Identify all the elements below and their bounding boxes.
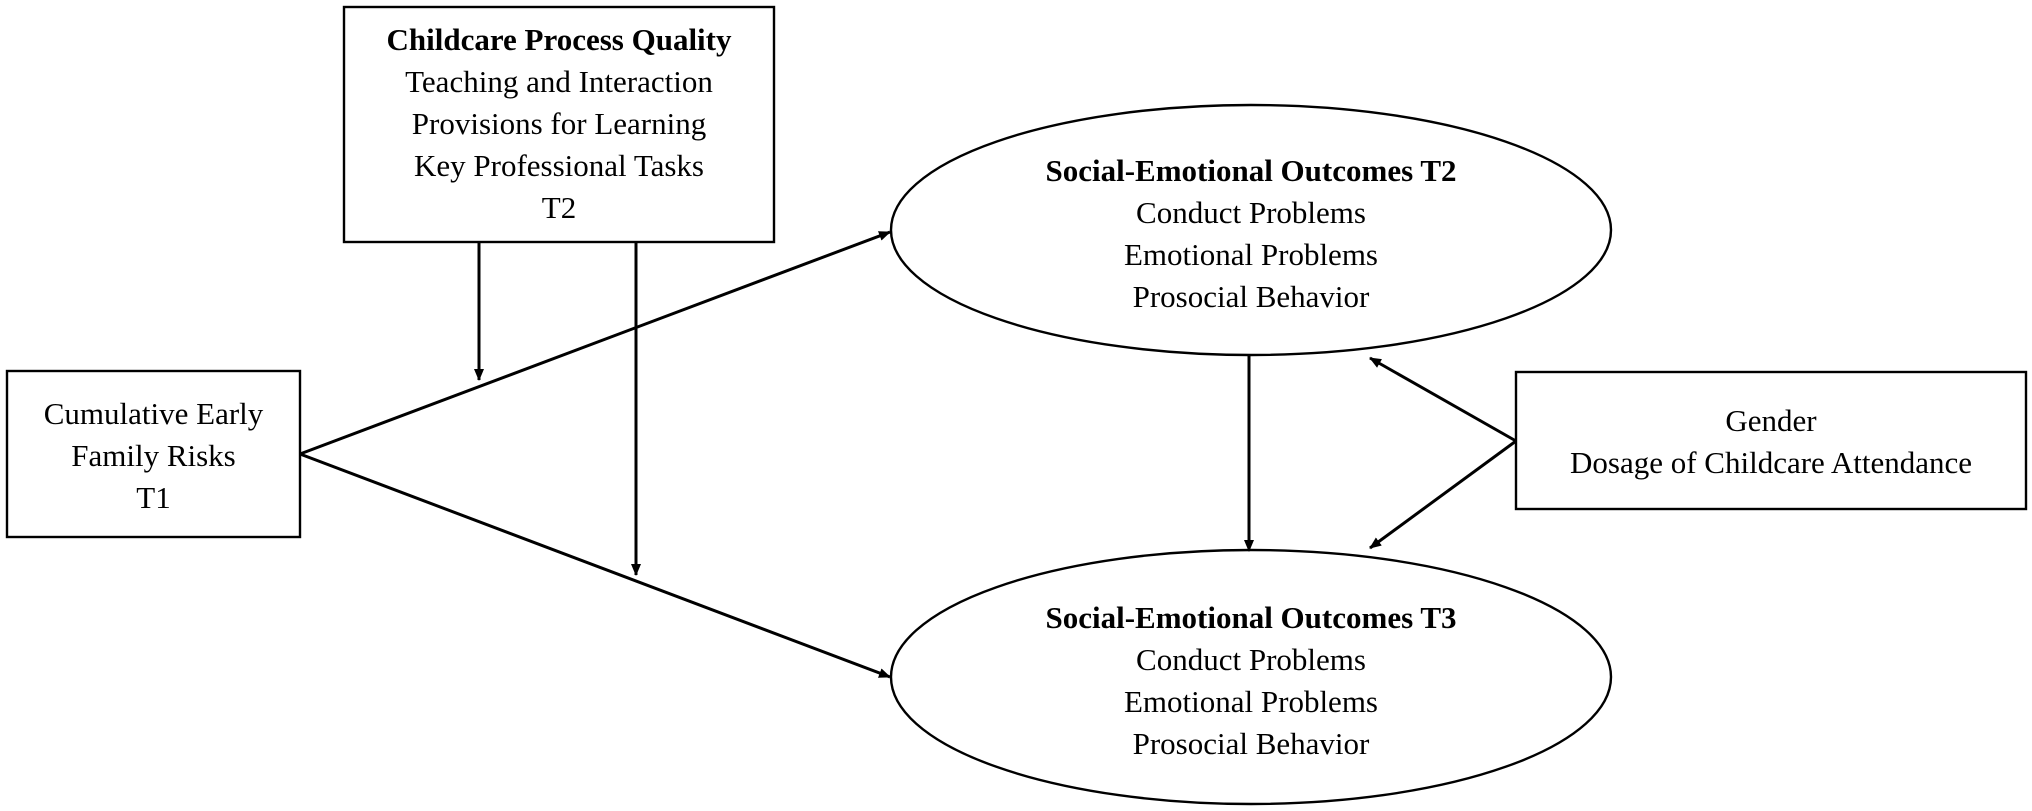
process-quality-item: Provisions for Learning	[411, 106, 707, 141]
covariates-to-t3-arrow	[1369, 439, 1517, 550]
covariates-line: Gender	[1725, 403, 1817, 438]
outcomes-t3-item: Prosocial Behavior	[1132, 726, 1370, 761]
covariates-label: Gender Dosage of Childcare Attendance	[1516, 400, 2026, 484]
outcomes-t3-item: Conduct Problems	[1136, 642, 1366, 677]
process-quality-title: Childcare Process Quality	[386, 22, 732, 57]
family-risks-line: Cumulative Early	[43, 396, 264, 431]
process-quality-label: Childcare Process Quality Teaching and I…	[344, 19, 774, 229]
outcomes-t3-label: Social-Emotional Outcomes T3 Conduct Pro…	[891, 597, 1611, 765]
family-risks-timepoint: T1	[136, 480, 171, 515]
family-risks-box	[5, 369, 302, 539]
outcomes-t2-label: Social-Emotional Outcomes T2 Conduct Pro…	[891, 150, 1611, 318]
family-risks-label: Cumulative Early Family Risks T1	[7, 393, 300, 519]
process-quality-box	[342, 5, 776, 244]
outcomes-t2-title: Social-Emotional Outcomes T2	[1045, 153, 1457, 188]
family-risks-line: Family Risks	[71, 438, 236, 473]
outcomes-t3-title: Social-Emotional Outcomes T3	[1045, 600, 1457, 635]
outcomes-t2-item: Prosocial Behavior	[1132, 279, 1370, 314]
covariates-line: Dosage of Childcare Attendance	[1570, 445, 1972, 480]
risks-to-t3-arrow	[299, 452, 891, 679]
covariates-box	[1514, 370, 2028, 511]
process-quality-item: Teaching and Interaction	[405, 64, 713, 99]
outcomes-t2-ellipse	[889, 103, 1613, 357]
outcomes-t2-item: Conduct Problems	[1136, 195, 1366, 230]
covariates-to-t2-arrow	[1369, 356, 1517, 443]
process-quality-item: Key Professional Tasks	[413, 148, 704, 183]
outcomes-t3-item: Emotional Problems	[1123, 684, 1378, 719]
process-quality-timepoint: T2	[541, 190, 577, 225]
risks-to-t2-arrow	[299, 230, 891, 456]
outcomes-t2-item: Emotional Problems	[1123, 237, 1378, 272]
